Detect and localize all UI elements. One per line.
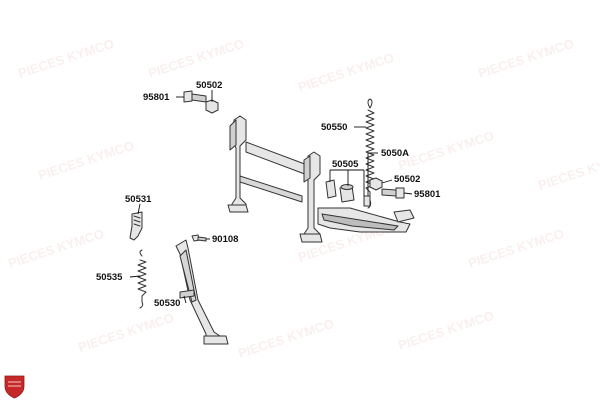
watermark-text: PIECES KYMCO bbox=[536, 148, 600, 193]
watermark-text: PIECES KYMCO bbox=[476, 36, 575, 81]
clip-5050A bbox=[363, 195, 371, 207]
watermark-layer: PIECES KYMCO PIECES KYMCO PIECES KYMCO P… bbox=[6, 36, 600, 361]
watermark-text: PIECES KYMCO bbox=[6, 226, 105, 271]
spring-50535 bbox=[137, 249, 147, 309]
part-number-50550: 50550 bbox=[321, 122, 347, 133]
watermark-text: PIECES KYMCO bbox=[396, 128, 495, 173]
watermark-text: PIECES KYMCO bbox=[76, 310, 175, 355]
watermark-text: PIECES KYMCO bbox=[466, 226, 565, 271]
watermark-text: PIECES KYMCO bbox=[236, 316, 335, 361]
collar-50505 bbox=[325, 179, 355, 203]
bolt-95801-top bbox=[183, 90, 207, 103]
part-number-50530: 50530 bbox=[154, 298, 180, 309]
bolt-90108 bbox=[191, 234, 207, 242]
spring-50531 bbox=[129, 211, 143, 241]
part-number-95801-right: 95801 bbox=[414, 189, 441, 200]
watermark-text: PIECES KYMCO bbox=[36, 138, 135, 183]
part-number-90108: 90108 bbox=[212, 234, 238, 245]
spring-50550 bbox=[365, 98, 375, 209]
side-stand-50530 bbox=[175, 239, 229, 345]
part-number-95801-top: 95801 bbox=[143, 92, 170, 103]
part-number-50535: 50535 bbox=[96, 272, 123, 283]
main-stand bbox=[227, 115, 415, 243]
watermark-text: PIECES KYMCO bbox=[396, 308, 495, 353]
part-labels: 95801 50502 50550 50505 5050A 50502 9580… bbox=[96, 80, 441, 309]
bolt-95801-right bbox=[381, 187, 405, 199]
watermark-text: PIECES KYMCO bbox=[296, 50, 395, 95]
part-number-50502-right: 50502 bbox=[394, 174, 420, 185]
part-number-50531: 50531 bbox=[125, 194, 152, 205]
part-number-5050A: 5050A bbox=[381, 148, 409, 159]
nut-50502-right bbox=[369, 177, 383, 191]
part-number-50505: 50505 bbox=[332, 159, 359, 170]
watermark-text: PIECES KYMCO bbox=[146, 36, 245, 81]
part-number-50502-top: 50502 bbox=[196, 80, 222, 91]
leader-lines bbox=[129, 90, 413, 304]
brand-logo bbox=[4, 375, 25, 399]
watermark-text: PIECES KYMCO bbox=[16, 36, 115, 81]
